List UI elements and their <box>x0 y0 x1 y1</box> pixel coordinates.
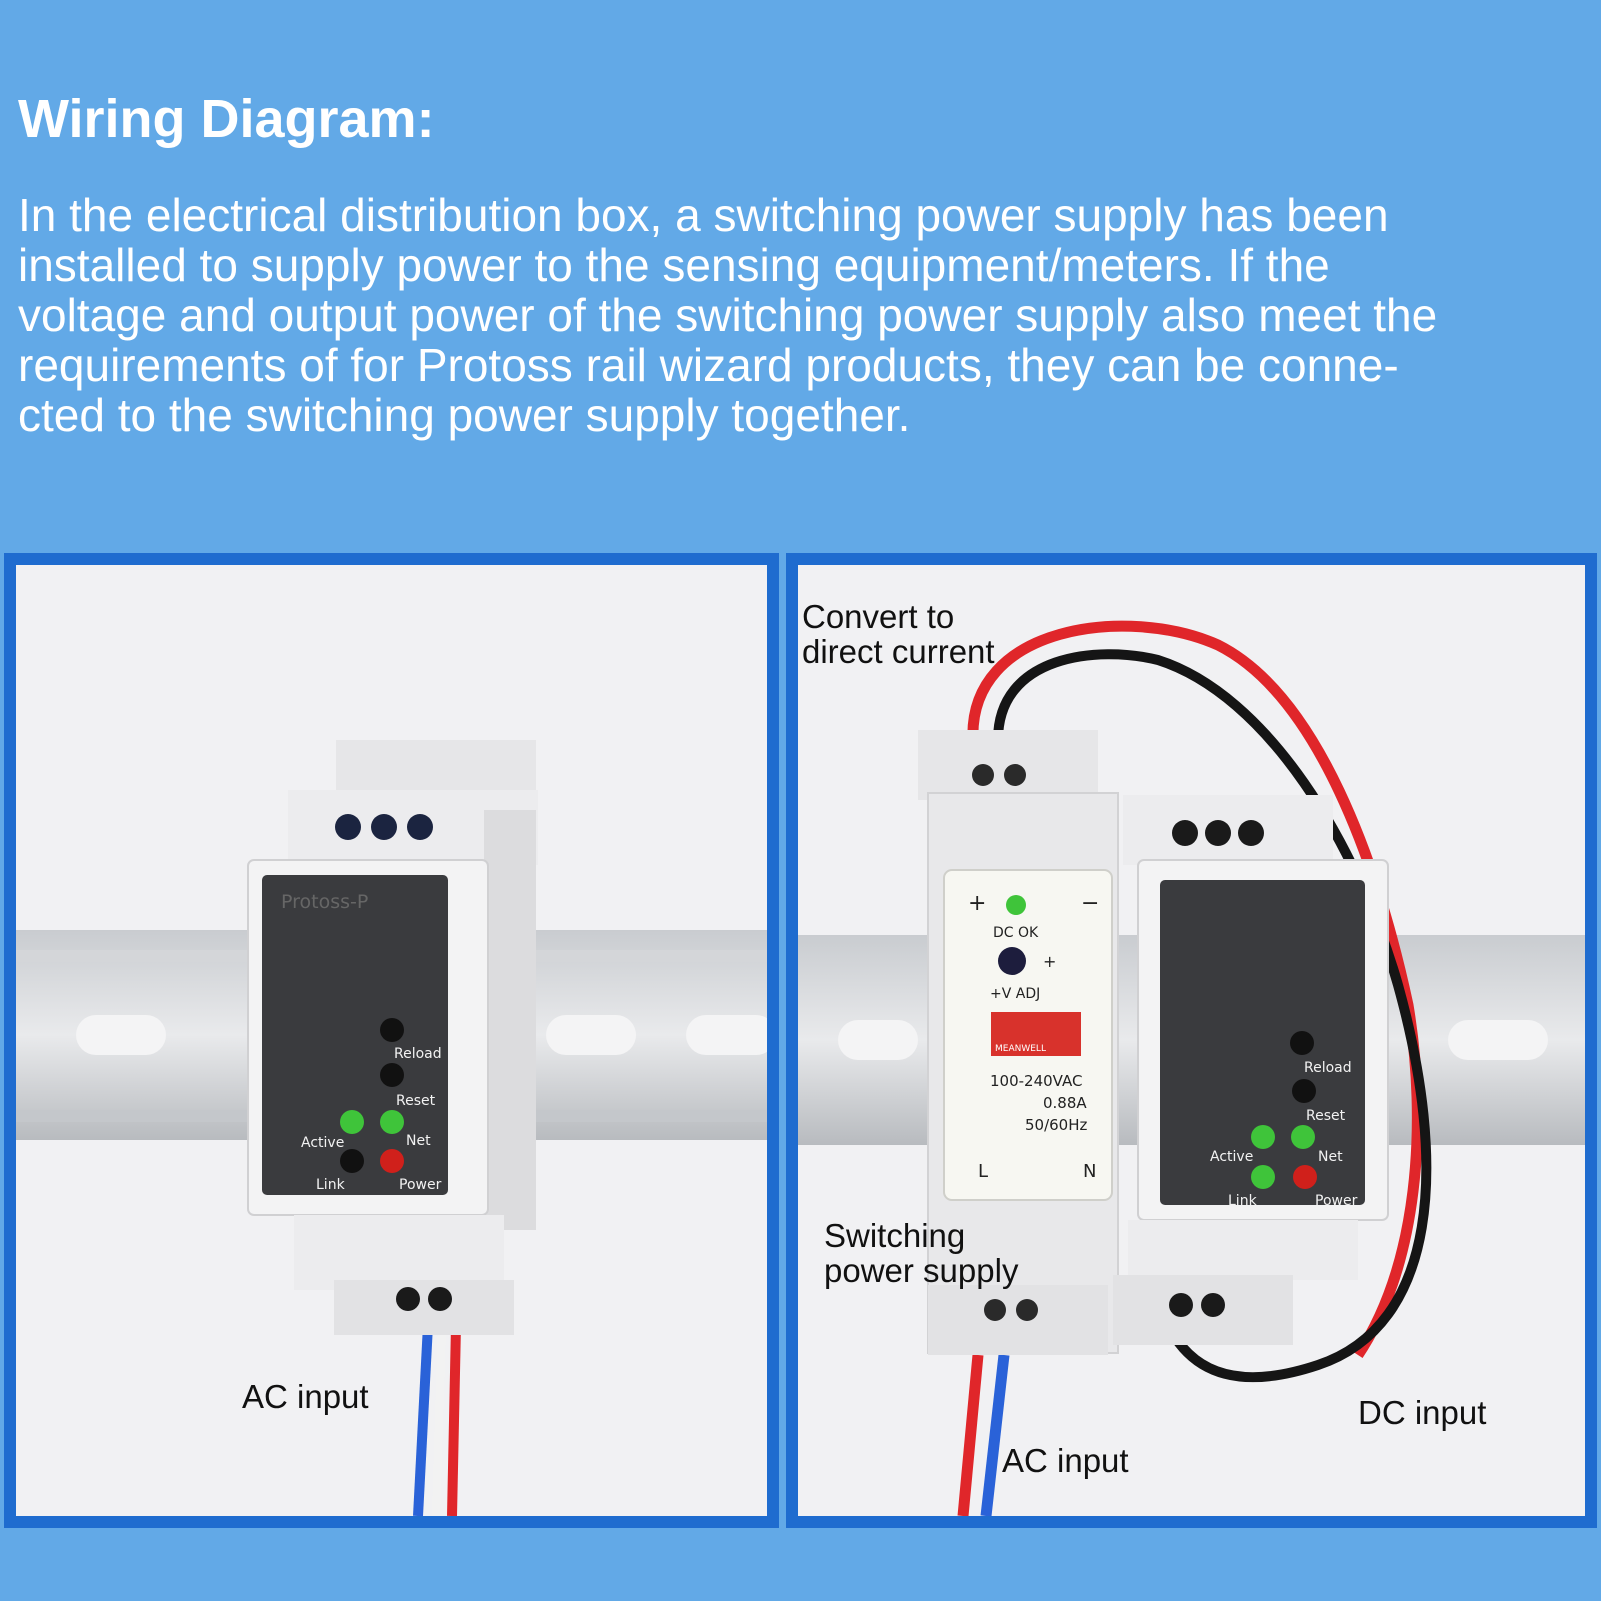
label-line: Switching <box>824 1217 966 1254</box>
label-line: Convert to <box>802 598 955 635</box>
power-label: Power <box>1315 1193 1358 1209</box>
net-label: Net <box>406 1133 431 1149</box>
red-wire <box>447 1324 461 1516</box>
spec-voltage: 100-240VAC <box>990 1072 1082 1090</box>
terminal-screw <box>1238 820 1264 846</box>
left-photo-panel: Protoss-P Reload Reset Active Net Link P… <box>4 553 779 1528</box>
power-led <box>1293 1165 1317 1189</box>
link-label: Link <box>316 1177 346 1193</box>
adj-plus-sign: + <box>1043 952 1056 971</box>
page-title: Wiring Diagram: <box>18 89 435 149</box>
blue-ac-wire <box>980 1354 1010 1516</box>
label-line: direct current <box>802 633 995 670</box>
paragraph-line: installed to supply power to the sensing… <box>18 239 1330 291</box>
reload-label: Reload <box>1304 1060 1352 1076</box>
reload-button[interactable] <box>380 1018 404 1042</box>
terminal-screw <box>407 814 433 840</box>
device-side <box>484 810 536 1230</box>
device-front-panel <box>1160 880 1365 1205</box>
psu-plus-sign: + <box>968 891 986 916</box>
link-led <box>1251 1165 1275 1189</box>
terminal-screw <box>1169 1293 1193 1317</box>
terminal-n-label: N <box>1083 1161 1096 1182</box>
black-dc-wire <box>993 649 1432 1383</box>
psu-terminal-screw <box>984 1299 1006 1321</box>
rail-slot <box>76 1015 166 1055</box>
power-led <box>380 1149 404 1173</box>
active-label: Active <box>301 1135 344 1151</box>
convert-to-dc-label: Convert to direct current <box>802 599 995 669</box>
device-bottom <box>294 1215 504 1290</box>
rail-slot <box>838 1020 918 1060</box>
terminal-screw <box>1172 820 1198 846</box>
ac-input-label: AC input <box>1002 1442 1129 1479</box>
description-paragraph: In the electrical distribution box, a sw… <box>18 190 1588 440</box>
psu-terminal-screw <box>1004 764 1026 786</box>
link-led <box>340 1149 364 1173</box>
terminal-screw <box>1201 1293 1225 1317</box>
ac-input-label: AC input <box>242 1378 369 1415</box>
psu-top-cap <box>918 730 1098 800</box>
meanwell-brand-text: MEANWELL <box>995 1044 1046 1054</box>
terminal-screw <box>396 1287 420 1311</box>
switching-power-supply-label: Switching power supply <box>824 1218 1018 1288</box>
device-bottom <box>1128 1220 1358 1280</box>
left-device-illustration: Protoss-P Reload Reset Active Net Link P… <box>16 565 767 1516</box>
blue-wire <box>413 1324 433 1516</box>
reset-label: Reset <box>1306 1108 1346 1124</box>
spec-current: 0.88A <box>1043 1094 1087 1112</box>
label-line: power supply <box>824 1252 1019 1289</box>
red-ac-wire <box>957 1354 984 1516</box>
dc-ok-label: DC OK <box>993 925 1039 941</box>
paragraph-line: voltage and output power of the switchin… <box>18 289 1438 341</box>
red-dc-wire <box>967 620 1423 1359</box>
device-bottom-terminal <box>334 1280 514 1335</box>
paragraph-line: In the electrical distribution box, a sw… <box>18 189 1389 241</box>
net-led <box>380 1110 404 1134</box>
paragraph-line: cted to the switching power supply toget… <box>18 389 911 441</box>
dc-ok-led <box>1006 895 1026 915</box>
psu-minus-sign: − <box>1081 891 1099 916</box>
active-led <box>1251 1125 1275 1149</box>
brand-text: Protoss-P <box>281 891 368 913</box>
rail-slot <box>1448 1020 1548 1060</box>
psu-bottom-terminal <box>928 1285 1108 1355</box>
rail-slot <box>546 1015 636 1055</box>
v-adj-knob[interactable] <box>998 947 1026 975</box>
active-label: Active <box>1210 1149 1253 1165</box>
v-adj-label: +V ADJ <box>990 986 1040 1002</box>
terminal-screw <box>428 1287 452 1311</box>
spec-frequency: 50/60Hz <box>1025 1116 1088 1134</box>
reset-button[interactable] <box>380 1063 404 1087</box>
rail-slot <box>686 1015 767 1055</box>
reset-button[interactable] <box>1292 1079 1316 1103</box>
terminal-l-label: L <box>978 1161 988 1182</box>
paragraph-line: requirements of for Protoss rail wizard … <box>18 339 1399 391</box>
right-devices-illustration: + − DC OK + +V ADJ MEANWELL 100-240VAC 0… <box>798 565 1585 1516</box>
reload-button[interactable] <box>1290 1031 1314 1055</box>
psu-terminal-screw <box>972 764 994 786</box>
psu-terminal-screw <box>1016 1299 1038 1321</box>
reload-label: Reload <box>394 1046 442 1062</box>
net-label: Net <box>1318 1149 1343 1165</box>
link-label: Link <box>1228 1193 1258 1209</box>
net-led <box>1291 1125 1315 1149</box>
meanwell-logo <box>991 1012 1081 1056</box>
terminal-screw <box>1205 820 1231 846</box>
reset-label: Reset <box>396 1093 436 1109</box>
power-label: Power <box>399 1177 442 1193</box>
terminal-screw <box>335 814 361 840</box>
dc-input-label: DC input <box>1358 1394 1487 1431</box>
right-photo-panel: + − DC OK + +V ADJ MEANWELL 100-240VAC 0… <box>786 553 1597 1528</box>
active-led <box>340 1110 364 1134</box>
white-wire <box>432 1324 446 1516</box>
terminal-screw <box>371 814 397 840</box>
